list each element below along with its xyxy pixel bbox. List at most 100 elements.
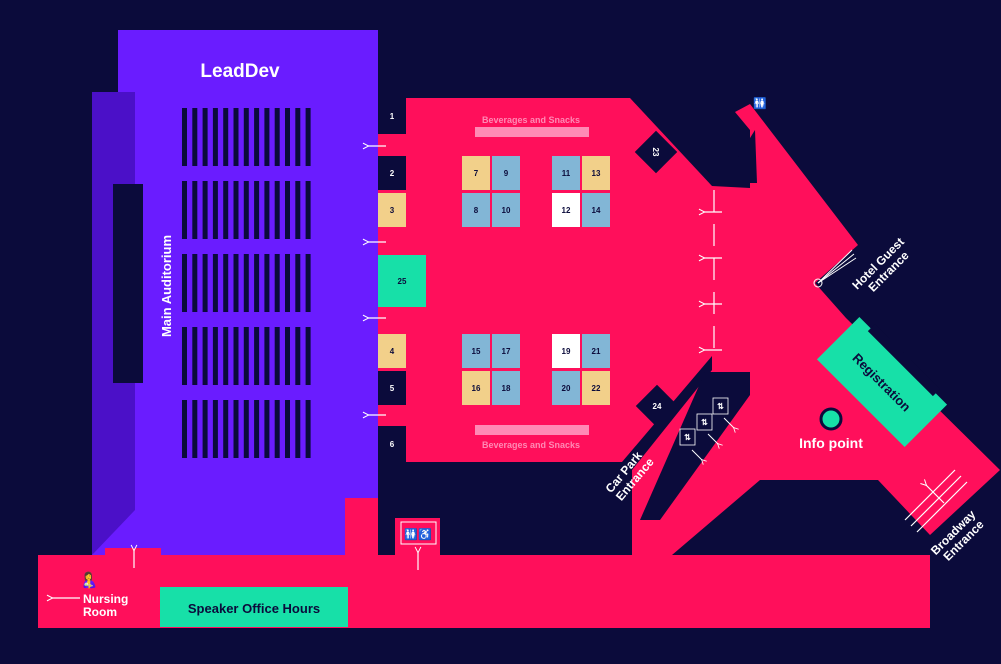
elevator-icon[interactable]: ⇅ [679,428,696,446]
elevator-box [712,397,729,415]
auditorium-entry-arrows [368,146,386,415]
booth-5-number: 5 [390,384,395,393]
booth-13-box [582,156,610,190]
seat-row [274,327,280,385]
seat-row [223,400,229,458]
elevator-box [679,428,696,446]
booth-14-number: 14 [592,206,601,215]
booth-5[interactable]: 5 [378,371,406,405]
booth-16-number: 16 [472,384,481,393]
seat-row [295,400,301,458]
booth-7[interactable]: 7 [462,156,490,190]
seat-row [182,181,187,239]
booth-19-box [552,334,580,368]
broadway-doors [904,469,968,533]
elevator-glyph: ⇅ [701,418,708,427]
seat-row [182,108,187,166]
booth-17[interactable]: 17 [492,334,520,368]
seat-row [223,327,229,385]
booth-8-number: 8 [474,206,479,215]
speaker-office-hours[interactable]: Speaker Office Hours [160,587,348,627]
booth-24-number: 24 [653,402,662,411]
elevator-icon[interactable]: ⇅ [696,413,713,431]
nursing-room[interactable]: 🤱 Nursing Room [52,570,132,619]
hotel-entrance-arc [817,249,853,284]
booth-10[interactable]: 10 [492,193,520,227]
booth-25-box [378,255,426,307]
booth-19[interactable]: 19 [552,334,580,368]
booth-6[interactable]: 6 [378,426,406,462]
booth-9[interactable]: 9 [492,156,520,190]
booth-17-box [492,334,520,368]
auditorium-brand: LeadDev [200,61,280,82]
booth-22-box [582,371,610,405]
restrooms[interactable]: 🚻♿ [400,521,437,570]
hall-entry-arrows [704,212,722,350]
booth-25[interactable]: 25 [378,255,426,307]
booth-18[interactable]: 18 [492,371,520,405]
seat-row [274,181,280,239]
seat-row [192,108,198,166]
seat-row [305,327,311,385]
accessible-restroom-icon: 🚻♿ [404,528,432,541]
info-point[interactable]: Info point [799,407,863,451]
seat-row [305,108,311,166]
arrow-icon [926,485,945,504]
seat-row [223,254,229,312]
booth-1[interactable]: 1 [378,98,406,134]
seat-row [285,327,290,385]
seat-row [295,181,301,239]
auditorium-door-gap [105,548,161,556]
booth-3-number: 3 [390,206,395,215]
booth-8[interactable]: 8 [462,193,490,227]
booth-20-number: 20 [562,384,571,393]
booth-2-box [378,156,406,190]
auditorium-label: Main Auditorium [159,235,174,337]
booth-12[interactable]: 12 [552,193,580,227]
booth-4[interactable]: 4 [378,334,406,368]
booth-10-number: 10 [502,206,511,215]
seat-row [212,108,218,166]
seat-row [182,254,187,312]
booth-16[interactable]: 16 [462,371,490,405]
nursing-label: Nursing Room [83,592,132,619]
seat-row [285,254,290,312]
booth-6-number: 6 [390,440,395,449]
broadway-door-line [904,469,956,521]
booth-15[interactable]: 15 [462,334,490,368]
seat-row [285,400,290,458]
seating-rows [182,108,311,458]
seat-row [223,108,229,166]
seat-row [243,108,249,166]
booth-22[interactable]: 22 [582,371,610,405]
booth-4-number: 4 [390,347,395,356]
booth-19-number: 19 [562,347,571,356]
seat-row [233,400,239,458]
arrow-icon [707,433,718,444]
booth-20[interactable]: 20 [552,371,580,405]
seat-row [202,181,208,239]
seat-row [295,254,301,312]
booth-15-number: 15 [472,347,481,356]
elevator-glyph: ⇅ [684,433,691,442]
seat-row [212,400,218,458]
booth-25-number: 25 [398,277,407,286]
seat-row [243,254,249,312]
booth-13[interactable]: 13 [582,156,610,190]
seat-row [243,327,249,385]
registration-counter [867,324,940,397]
speaker-office-label: Speaker Office Hours [188,601,320,616]
registration-desk[interactable]: Registration [816,313,951,448]
speaker-office-box [160,587,348,627]
booth-2[interactable]: 2 [378,156,406,190]
booth-11[interactable]: 11 [552,156,580,190]
stage [113,184,143,383]
booth-3[interactable]: 3 [378,193,406,227]
booth-21[interactable]: 21 [582,334,610,368]
booth-14[interactable]: 14 [582,193,610,227]
elevator-icon[interactable]: ⇅ [712,397,729,415]
booth-5-box [378,371,406,405]
booth-12-box [552,193,580,227]
seat-row [212,254,218,312]
